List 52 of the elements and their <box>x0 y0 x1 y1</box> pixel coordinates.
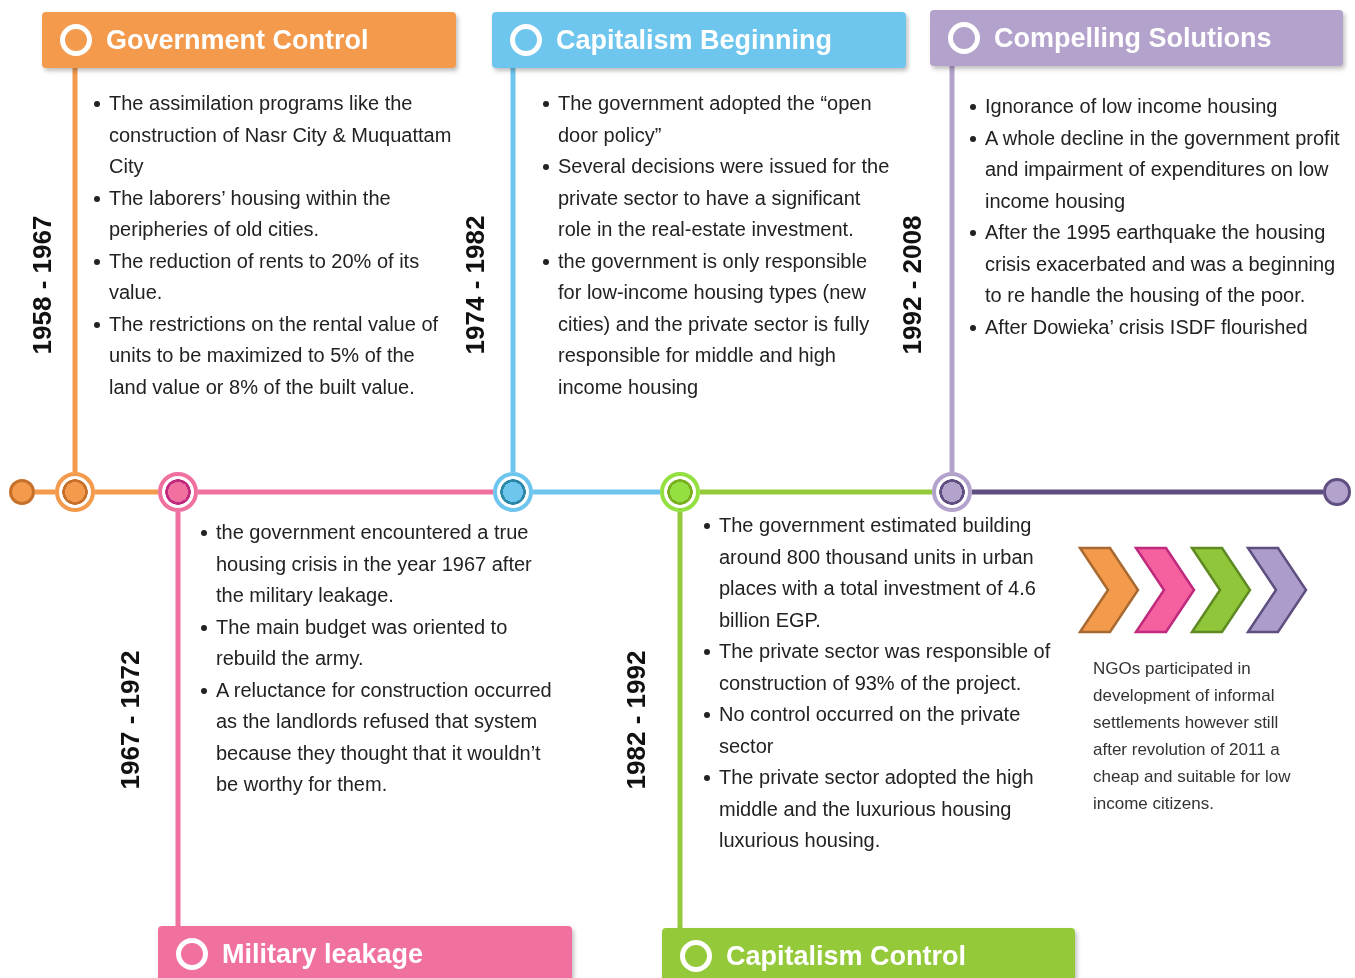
header-tab <box>158 926 572 978</box>
bullet-text: Several decisions were issued for the private sector to have a significant role in the real-estate investment. <box>558 154 891 242</box>
bullet-text: The government estimated building around 800 thousand units in urban places with a total investment of 4.6 billion EGP. <box>719 513 1037 633</box>
header-title: Government Control <box>106 24 369 56</box>
timeline-line <box>198 489 493 495</box>
bullet-text: The assimilation programs like the construction of Nasr City & Muquattam City <box>109 91 452 179</box>
bullet-text: A whole decline in the government profit and impairment of expenditures on low income housing <box>985 125 1340 214</box>
timeline-line <box>533 489 660 495</box>
bullet-text: The reduction of rents to 20% of its value. <box>109 248 421 305</box>
header-title: Capitalism Control <box>726 940 967 972</box>
year-range: 1992 - 2008 <box>896 215 928 355</box>
timeline-line <box>175 512 181 926</box>
bullet-text: The private sector was responsible of construction of 93% of the project. <box>719 639 1052 696</box>
timeline-line <box>700 489 932 495</box>
timeline-line <box>677 512 683 928</box>
bullet-text: The restrictions on the rental value of units to be maximized to 5% of the land value or 8% of the built value. <box>109 311 440 400</box>
timeline-line <box>72 68 78 472</box>
bullet-text: the government is only responsible for low-income housing types (new cities) and the private sector is fully responsible for middle and high income housing <box>558 248 871 400</box>
header-tab <box>42 12 456 68</box>
bullet-text: Ignorance of low income housing <box>985 94 1279 119</box>
bullet-text: After the 1995 earthquake the housing crisis exacerbated and was a beginning to re handle the housing of the poor. <box>985 220 1337 308</box>
timeline-circle <box>55 472 95 512</box>
timeline-circle <box>158 472 198 512</box>
bullet-text: No control occurred on the private sector <box>719 702 1022 759</box>
timeline-line <box>949 66 955 472</box>
timeline-circle <box>1323 478 1351 506</box>
bullet-text: After Dowieka’ crisis ISDF flourished <box>985 314 1309 340</box>
bullet-text: The private sector adopted the high middle and the luxurious housing luxurious housing. <box>719 765 1035 853</box>
bullet-text: A reluctance for construction occurred as the landlords refused that system because they thought that it wouldn’t be worthy for them. <box>216 677 553 797</box>
timeline-line <box>35 489 55 495</box>
timeline-circle <box>932 472 972 512</box>
year-range: 1974 - 1982 <box>459 215 491 355</box>
timeline-circle <box>660 472 700 512</box>
bullet-text: the government encountered a true housing crisis in the year 1967 after the military leakage. <box>216 520 533 608</box>
year-range: 1982 - 1992 <box>620 650 652 790</box>
header-title: Military leakage <box>222 938 424 970</box>
timeline-line <box>510 68 516 472</box>
year-range: 1967 - 1972 <box>114 650 146 790</box>
bullet-text: The government adopted the “open door policy” <box>558 91 873 148</box>
bullet-text: The main budget was oriented to rebuild the army. <box>216 614 509 671</box>
timeline-circle <box>9 479 35 505</box>
timeline-line <box>972 489 1323 495</box>
timeline-line <box>95 489 158 495</box>
header-tab <box>492 12 906 68</box>
timeline-circle <box>493 472 533 512</box>
header-title: Capitalism Beginning <box>556 24 833 56</box>
header-tab <box>662 928 1075 978</box>
header-tab <box>930 10 1343 66</box>
note-text: NGOs participated in development of informal settlements however still after revolution of 2011 a cheap and suitable for low income citizens. <box>1093 658 1292 815</box>
bullet-text: The laborers’ housing within the peripheries of old cities. <box>109 185 392 242</box>
year-range: 1958 - 1967 <box>26 215 58 355</box>
header-title: Compelling Solutions <box>994 22 1272 54</box>
